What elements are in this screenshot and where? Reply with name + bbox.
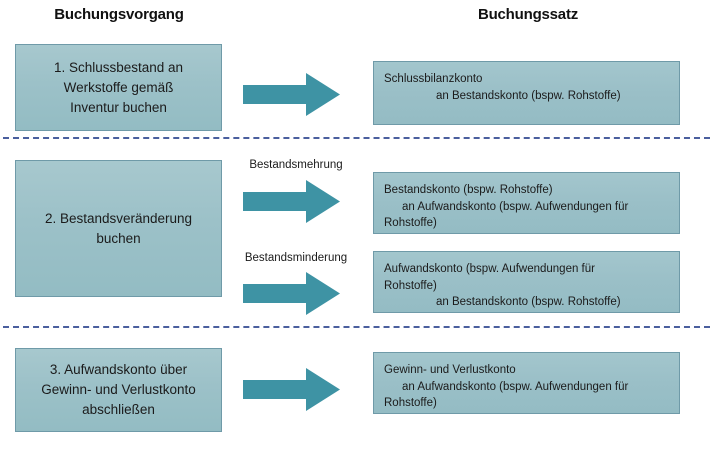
record-line: Rohstoffe) bbox=[384, 397, 437, 409]
record-line: Aufwandskonto (bspw. Aufwendungen für bbox=[384, 263, 595, 275]
process-line: Inventur buchen bbox=[70, 99, 167, 115]
record-line: Gewinn- und Verlustkonto bbox=[384, 364, 516, 376]
process-box-3: 3. Aufwandskonto über Gewinn- und Verlus… bbox=[15, 348, 222, 432]
arrow-right-icon-2a bbox=[243, 180, 340, 223]
column-header-process: Buchungsvorgang bbox=[54, 6, 184, 23]
process-box-1: 1. Schlussbestand an Werkstoffe gemäß In… bbox=[15, 44, 222, 131]
column-header-record: Buchungssatz bbox=[477, 6, 579, 23]
record-box-1: Schlussbilanzkonto an Bestandskonto (bsp… bbox=[373, 61, 680, 125]
process-box-1-text: 1. Schlussbestand an Werkstoffe gemäß In… bbox=[54, 58, 183, 118]
arrow-label-bestandsminderung: Bestandsminderung bbox=[244, 252, 348, 264]
arrow-right-icon-3 bbox=[243, 368, 340, 411]
record-line: an Aufwandskonto (bspw. Aufwendungen für bbox=[402, 380, 629, 393]
record-line: Rohstoffe) bbox=[384, 217, 437, 229]
arrow-label-bestandsmehrung: Bestandsmehrung bbox=[249, 159, 343, 171]
arrow-right-icon-2b bbox=[243, 272, 340, 315]
record-line: Rohstoffe) bbox=[384, 279, 437, 292]
record-box-2a: Bestandskonto (bspw. Rohstoffe) an Aufwa… bbox=[373, 172, 680, 234]
record-line: an Bestandskonto (bspw. Rohstoffe) bbox=[436, 89, 621, 102]
record-box-2b: Aufwandskonto (bspw. Aufwendungen für Ro… bbox=[373, 251, 680, 313]
record-line: an Aufwandskonto (bspw. Aufwendungen für bbox=[402, 200, 629, 213]
process-line: Werkstoffe gemäß bbox=[63, 79, 174, 95]
process-box-3-text: 3. Aufwandskonto über Gewinn- und Verlus… bbox=[41, 360, 196, 420]
process-line: 3. Aufwandskonto über bbox=[49, 362, 188, 377]
section-divider-2 bbox=[3, 326, 710, 328]
record-line: Schlussbilanzkonto bbox=[384, 73, 483, 85]
arrow-right-icon-1 bbox=[243, 73, 340, 116]
process-line: abschließen bbox=[82, 402, 155, 417]
process-line: Gewinn- und Verlustkonto bbox=[41, 382, 196, 397]
process-line: 2. Bestandsveränderung bbox=[44, 210, 193, 226]
record-line: Bestandskonto (bspw. Rohstoffe) bbox=[384, 184, 553, 196]
record-box-3: Gewinn- und Verlustkonto an Aufwandskont… bbox=[373, 352, 680, 414]
record-line: an Bestandskonto (bspw. Rohstoffe) bbox=[436, 296, 621, 308]
process-box-2-text: 2. Bestandsveränderung buchen bbox=[45, 209, 192, 249]
process-line: 1. Schlussbestand an bbox=[53, 59, 184, 75]
process-line: buchen bbox=[96, 230, 141, 246]
process-box-2: 2. Bestandsveränderung buchen bbox=[15, 160, 222, 297]
section-divider-1 bbox=[3, 137, 710, 139]
